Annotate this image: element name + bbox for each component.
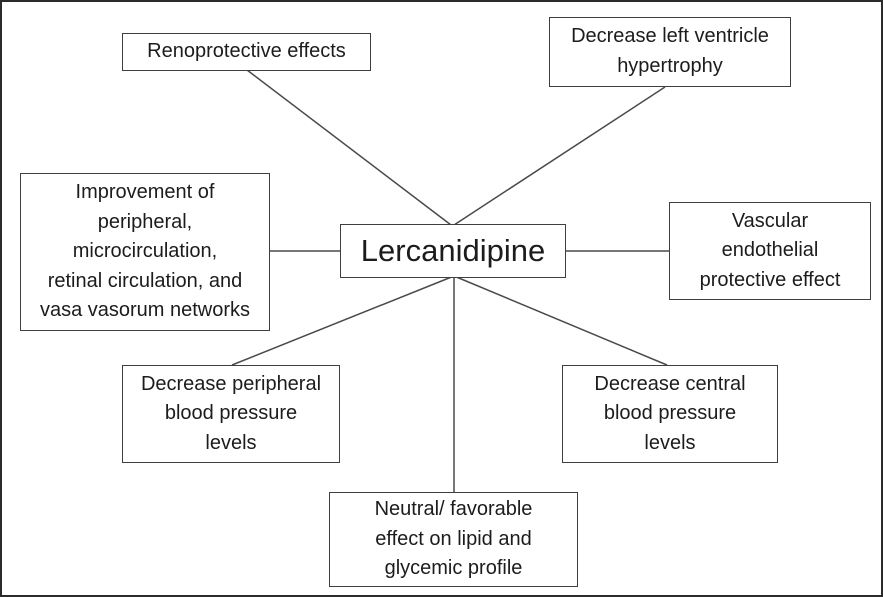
- node-lv-hypertrophy: Decrease left ventricle hypertrophy: [549, 17, 791, 87]
- connector-lv-hypertrophy: [453, 86, 666, 226]
- node-lv-hypertrophy-label: Decrease left ventricle hypertrophy: [571, 25, 769, 77]
- node-lipid-glycemic: Neutral/ favorable effect on lipid and g…: [329, 492, 578, 587]
- connector-peripheral-bp: [231, 275, 455, 366]
- node-peripheral-bp-label: Decrease peripheral blood pressure level…: [140, 372, 322, 454]
- node-vascular-endothelial: Vascular endothelial protective effect: [669, 202, 871, 300]
- node-microcirculation-label: Improvement of peripheral, microcirculat…: [39, 181, 251, 322]
- node-microcirculation: Improvement of peripheral, microcirculat…: [20, 173, 270, 331]
- node-lercanidipine: Lercanidipine: [340, 224, 566, 278]
- connector-renoprotective: [246, 69, 452, 226]
- connector-central-bp: [453, 275, 668, 366]
- node-vascular-endothelial-label: Vascular endothelial protective effect: [699, 209, 841, 291]
- node-central-bp-label: Decrease central blood pressure levels: [594, 372, 746, 454]
- node-peripheral-bp: Decrease peripheral blood pressure level…: [122, 365, 340, 463]
- node-renoprotective: Renoprotective effects: [122, 33, 371, 71]
- node-renoprotective-label: Renoprotective effects: [147, 40, 346, 63]
- node-lercanidipine-label: Lercanidipine: [360, 233, 546, 269]
- node-central-bp: Decrease central blood pressure levels: [562, 365, 778, 463]
- node-lipid-glycemic-label: Neutral/ favorable effect on lipid and g…: [374, 498, 533, 580]
